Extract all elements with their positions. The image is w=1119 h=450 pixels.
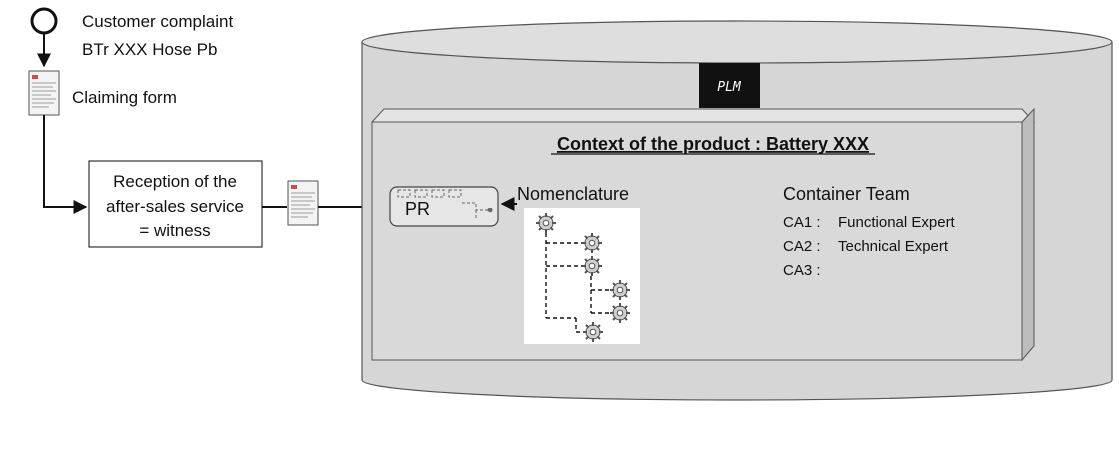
- reception-line2: after-sales service: [106, 197, 244, 216]
- reception-line1: Reception of the: [113, 172, 237, 191]
- container-team-title: Container Team: [783, 184, 910, 204]
- context-box-top: [370, 108, 1036, 123]
- nomenclature-label: Nomenclature: [517, 184, 629, 204]
- context-title: Context of the product : Battery XXX: [557, 134, 869, 154]
- start-event-label-line2: BTr XXX Hose Pb: [82, 40, 217, 59]
- reception-line3: = witness: [139, 221, 210, 240]
- gear-icon: [609, 279, 631, 301]
- team-member-role-1: Functional Expert: [838, 214, 956, 231]
- team-member-code-2: CA2 :: [783, 238, 821, 255]
- claiming-form-document-icon: [28, 70, 60, 116]
- team-member-code-1: CA1 :: [783, 214, 821, 231]
- gear-icon: [609, 302, 631, 324]
- context-box-side: [1021, 107, 1035, 362]
- start-event-label-line1: Customer complaint: [82, 12, 233, 31]
- team-member-code-3: CA3 :: [783, 262, 821, 279]
- claiming-form-label: Claiming form: [72, 88, 177, 107]
- plm-label-box: [699, 63, 760, 108]
- context-box: [370, 107, 1036, 362]
- context-box-front: [371, 121, 1023, 361]
- plm-label: PLM: [717, 80, 742, 95]
- gear-icon: [581, 232, 603, 254]
- gear-icon: [582, 321, 604, 343]
- gear-icon: [535, 212, 557, 234]
- start-event[interactable]: [30, 7, 58, 35]
- pr-label: PR: [405, 199, 430, 219]
- nomenclature-tree-links: [545, 233, 612, 333]
- pr-mini-diagram: [397, 189, 493, 218]
- plm-cylinder-top: [361, 20, 1113, 64]
- team-member-role-2: Technical Expert: [838, 238, 949, 255]
- gear-icon: [581, 255, 603, 277]
- flow-form-to-reception: [43, 115, 88, 214]
- pr-box[interactable]: [389, 186, 499, 227]
- transfer-document-icon: [287, 180, 319, 226]
- reception-box[interactable]: [88, 160, 263, 248]
